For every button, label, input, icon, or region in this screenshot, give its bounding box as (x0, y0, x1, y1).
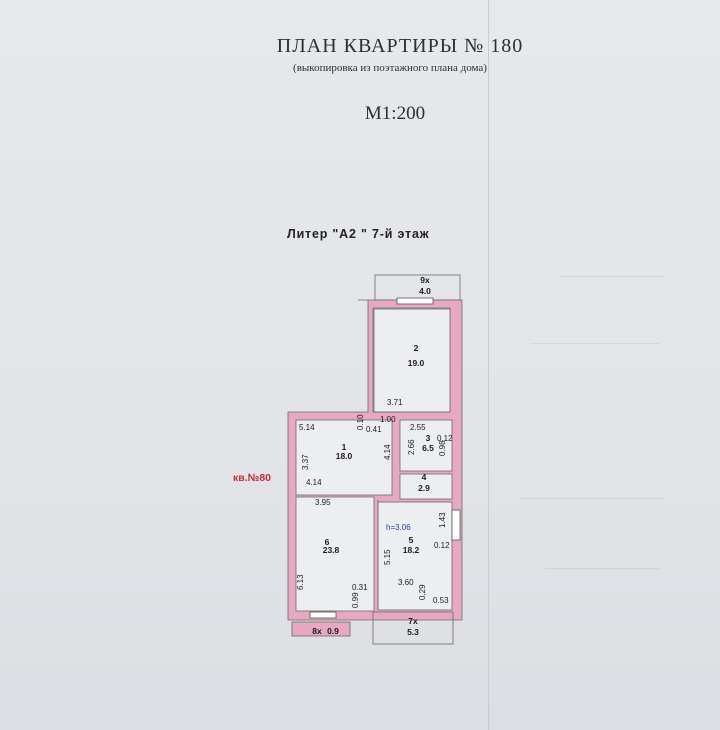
dimension: 5.15 (383, 549, 392, 565)
room-labels: 9x 4.0 2 19.0 1 18.0 3 6.5 4 2.9 6 23.8 … (312, 275, 434, 637)
dimension: 6.13 (296, 574, 305, 590)
window-marks (309, 297, 461, 619)
bleed-through-mark: ——————————— (520, 490, 663, 505)
room-id: 7x (408, 616, 418, 626)
room-id: 4 (422, 472, 427, 482)
dimension: 0.53 (433, 596, 449, 605)
dimension: 2.55 (410, 423, 426, 432)
room-area: 6.5 (422, 443, 434, 453)
rooms-floor (295, 308, 453, 612)
dimension-labels: 3.71 1.00 5.14 0.10 0.41 2.55 0.12 3.37 … (296, 398, 453, 608)
plan-subtitle: (выкопировка из поэтажного плана дома) (293, 62, 487, 74)
room-area: 18.0 (336, 451, 353, 461)
dimension: 0.29 (418, 584, 427, 600)
room-area: 23.8 (323, 545, 340, 555)
bleed-through-mark: ————————— (545, 560, 662, 575)
dimension: 3.95 (315, 498, 331, 507)
dimension: 2.66 (407, 439, 416, 455)
dimension: 3.37 (301, 454, 310, 470)
dimension: 0.41 (366, 425, 382, 434)
room-id: 5 (409, 535, 414, 545)
plan-scale: М1:200 (364, 103, 426, 124)
ceiling-height: h=3.06 (386, 523, 411, 532)
room-id: 1 (342, 442, 347, 452)
bleed-through-mark: ———————— (560, 268, 664, 283)
room-id: 8x (312, 626, 322, 636)
room-area: 4.0 (419, 286, 431, 296)
dimension: 3.60 (398, 578, 414, 587)
dimension: 0.10 (356, 414, 365, 430)
room-area: 5.3 (407, 627, 419, 637)
dimension: 3.71 (387, 398, 403, 407)
interior-lines (373, 411, 400, 610)
dimension: 1.00 (380, 415, 396, 424)
dimension: 0.31 (352, 583, 368, 592)
bleed-through-mark: —————————— (530, 335, 660, 350)
balconies (291, 611, 454, 645)
room-area: 0.9 (327, 626, 339, 636)
dimension: 1.43 (438, 512, 447, 528)
room-id: 2 (414, 343, 419, 353)
dimension: 4.14 (306, 478, 322, 487)
dimension: 5.14 (299, 423, 315, 432)
dimension: 0.12 (437, 434, 453, 443)
dimension: 0.98 (438, 440, 447, 456)
apartment-label: кв.№80 (233, 472, 272, 484)
room-id: 9x (420, 275, 430, 285)
room-id: 6 (325, 537, 330, 547)
floor-label: Литер "А2 " 7-й этаж (287, 227, 430, 241)
plan-title: ПЛАН КВАРТИРЫ № 180 (276, 35, 524, 57)
room-area: 19.0 (408, 358, 425, 368)
dimension: 4.14 (383, 444, 392, 460)
room-area: 2.9 (418, 483, 430, 493)
dimension: 0.12 (434, 541, 450, 550)
room-id: 3 (426, 433, 431, 443)
room-area: 18.2 (403, 545, 420, 555)
dimension: 0.99 (351, 592, 360, 608)
